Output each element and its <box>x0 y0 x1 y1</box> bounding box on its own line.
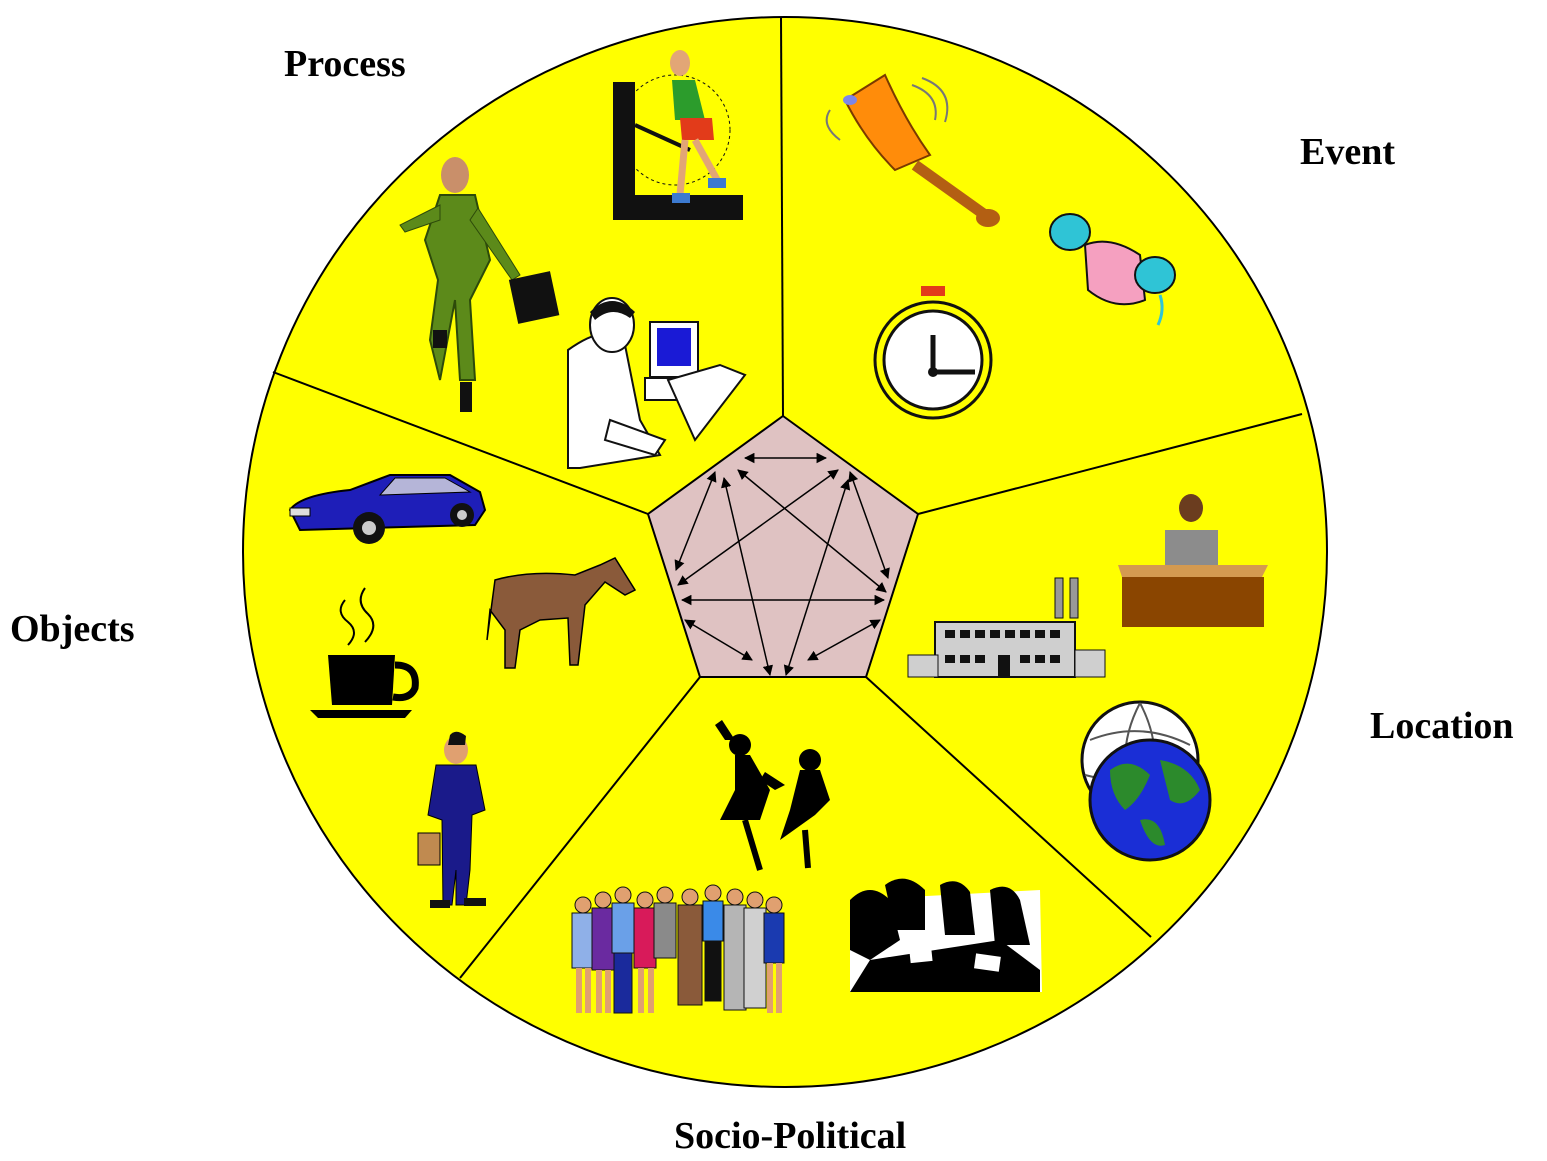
running-businessman-icon <box>399 157 560 412</box>
meeting-icon <box>850 878 1042 992</box>
stopwatch-icon <box>873 286 993 420</box>
man-at-desk-icon <box>1118 494 1268 627</box>
ringing-bell-icon <box>825 73 1000 227</box>
label-event: Event <box>1300 131 1395 173</box>
factory-icon <box>907 577 1106 678</box>
globe-icon <box>1080 700 1212 862</box>
coffee-cup-icon <box>310 587 419 718</box>
businessman-with-briefcase-icon <box>417 731 486 908</box>
interconnection-arrows-icon <box>674 452 890 677</box>
telephone-handset-icon <box>1049 213 1176 326</box>
label-process: Process <box>284 43 406 85</box>
computer-worker-icon <box>567 297 747 469</box>
segment-dividers <box>272 17 1303 979</box>
car-icon <box>288 474 487 544</box>
horse-icon <box>486 557 637 669</box>
label-socio-political: Socio-Political <box>674 1115 907 1157</box>
label-objects: Objects <box>10 608 135 650</box>
group-of-people-icon <box>571 884 785 1014</box>
treadmill-runner-icon <box>613 50 743 220</box>
dancing-couple-icon <box>715 720 830 871</box>
label-location: Location <box>1370 705 1514 747</box>
